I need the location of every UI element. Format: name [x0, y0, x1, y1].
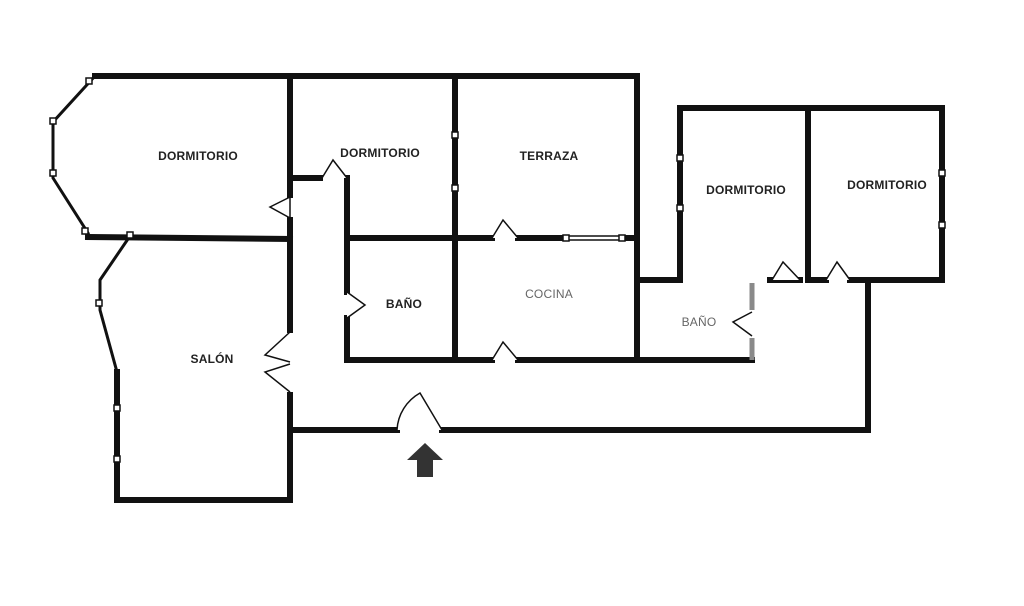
- walls: [51, 73, 945, 503]
- wall-top: [92, 73, 640, 363]
- room-label-salon: SALÓN: [190, 352, 234, 366]
- door-dormitorio-4: [825, 260, 851, 281]
- door-salon-2: [263, 363, 291, 393]
- door-salon-1: [263, 331, 291, 363]
- door-bano-2: [731, 311, 753, 337]
- wall-salon-left: [114, 369, 293, 503]
- wall-bedroom1-bay: [51, 73, 98, 236]
- door-dormitorio-2: [321, 158, 348, 179]
- wall-bedroom1-bottom: [84, 233, 294, 243]
- door-bano-1: [346, 291, 367, 319]
- room-label-bano-1: BAÑO: [385, 297, 423, 311]
- door-cocina: [491, 340, 519, 361]
- door-dormitorio-1: [268, 195, 291, 220]
- room-label-cocina: COCINA: [525, 287, 573, 301]
- doors: [263, 158, 851, 431]
- room-label-terraza: TERRAZA: [519, 149, 579, 163]
- room-label-bano-2: BAÑO: [681, 315, 717, 329]
- wall-salon-bay: [98, 233, 133, 374]
- windows: [49, 77, 946, 463]
- wall-right-block: [677, 105, 945, 283]
- door-dormitorio-3: [771, 260, 801, 281]
- door-terraza: [491, 218, 519, 239]
- room-label-dormitorio-4: DORMITORIO: [847, 178, 927, 192]
- door-entrance: [396, 391, 443, 431]
- room-label-dormitorio-1: DORMITORIO: [158, 149, 238, 163]
- room-label-dormitorio-2: DORMITORIO: [340, 146, 420, 160]
- room-label-dormitorio-3: DORMITORIO: [706, 183, 786, 197]
- wall-corridor: [287, 280, 871, 433]
- entrance-arrow-icon: [407, 443, 443, 477]
